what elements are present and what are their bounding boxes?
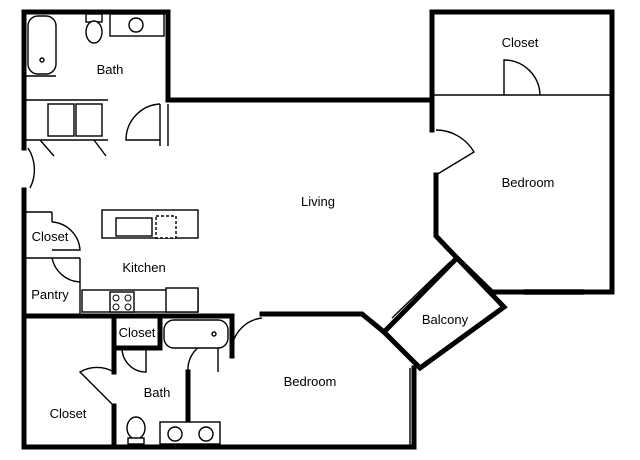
label-closet-bath: Closet — [119, 325, 156, 340]
label-closet-bottom-left: Closet — [50, 406, 87, 421]
toilet-tank-bottom — [127, 437, 145, 445]
walls — [21, 9, 615, 450]
burner-1 — [112, 294, 120, 302]
door-closet-bottom-left — [78, 366, 115, 407]
interior-walls — [24, 75, 612, 447]
label-closet-top-right: Closet — [502, 35, 539, 50]
wall-bedroom-right — [429, 9, 615, 295]
door-bedroom-bottom — [231, 317, 263, 357]
label-bedroom-right: Bedroom — [502, 175, 555, 190]
island-sink — [115, 217, 153, 237]
sink-bottom-1 — [167, 426, 183, 442]
label-balcony: Balcony — [422, 312, 469, 327]
label-closet-left: Closet — [32, 229, 69, 244]
tub-drain-bottom — [211, 331, 217, 337]
dryer — [75, 103, 103, 137]
room-labels: Bath Closet Bedroom Living Closet Kitche… — [31, 35, 554, 421]
fixtures — [27, 13, 451, 445]
door-closet-left — [51, 221, 81, 251]
label-bath-bottom: Bath — [144, 385, 171, 400]
wall-bedroom-left-lower — [433, 172, 461, 262]
label-pantry: Pantry — [31, 287, 69, 302]
label-bath-top: Bath — [97, 62, 124, 77]
refrigerator — [165, 287, 199, 313]
bathtub-top — [27, 15, 57, 75]
toilet-top — [85, 20, 103, 44]
door-pantry — [51, 257, 81, 283]
wall-balcony — [380, 254, 508, 372]
bathtub-bottom — [163, 319, 229, 349]
wall-bath-top — [21, 9, 435, 143]
toilet-bottom — [126, 416, 146, 440]
door-closet-top-right — [503, 59, 541, 96]
tub-drain-top — [39, 57, 45, 63]
label-bedroom-bottom: Bedroom — [284, 374, 337, 389]
stove — [109, 291, 135, 313]
door-bedroom-right — [435, 129, 475, 176]
wall-bedroom-bottom — [259, 311, 388, 336]
burner-4 — [124, 303, 132, 311]
door-laundry-bifold — [39, 139, 107, 157]
label-kitchen: Kitchen — [122, 260, 165, 275]
label-living: Living — [301, 194, 335, 209]
wall-bath-closet — [111, 313, 163, 351]
sink-top — [128, 17, 144, 33]
burner-3 — [112, 303, 120, 311]
door-closet-bath — [121, 347, 147, 373]
dishwasher — [155, 215, 177, 239]
door-bath-top — [125, 103, 161, 141]
wall-bottom — [21, 315, 417, 450]
washer — [47, 103, 75, 137]
balcony-door — [391, 261, 451, 319]
burner-2 — [124, 294, 132, 302]
door-entry — [27, 147, 36, 189]
sink-bottom-2 — [198, 426, 214, 442]
